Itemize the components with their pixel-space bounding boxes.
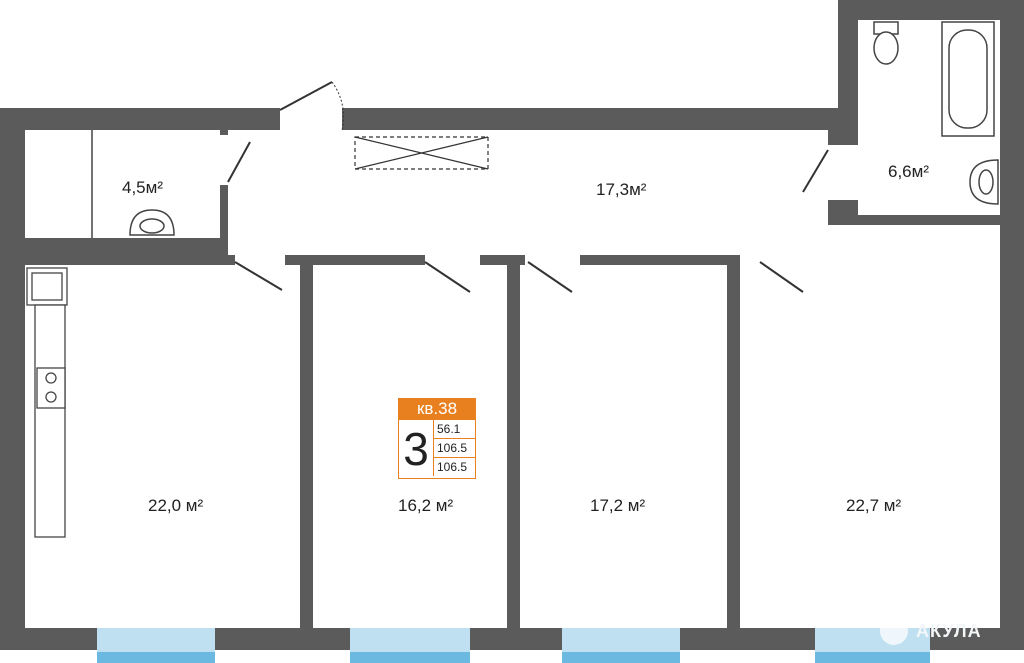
brand-name: АКУЛА bbox=[916, 620, 982, 641]
windows bbox=[97, 628, 930, 663]
area-corridor: 17,3м² bbox=[596, 180, 647, 199]
brand-logo: АКУЛА bbox=[880, 617, 982, 645]
room-count: 3 bbox=[403, 423, 429, 475]
room-bedroom-2 bbox=[520, 265, 727, 628]
room-bedroom-3 bbox=[740, 225, 1000, 628]
rooms bbox=[25, 20, 1000, 628]
room-wc bbox=[25, 130, 220, 238]
doors bbox=[227, 81, 829, 293]
kitchen-counter bbox=[26, 267, 68, 538]
wardrobe bbox=[354, 136, 489, 170]
room-corridor bbox=[228, 130, 828, 255]
apartment-number: кв.38 bbox=[399, 399, 475, 420]
area-bedroom-3: 22,7 м² bbox=[846, 496, 902, 515]
shark-logo-icon bbox=[880, 617, 908, 645]
area-bedroom-2: 17,2 м² bbox=[590, 496, 646, 515]
area-wc: 4,5м² bbox=[122, 178, 163, 197]
total-area-2: 106.5 bbox=[433, 457, 475, 476]
area-bathroom: 6,6м² bbox=[888, 162, 929, 181]
area-kitchen: 22,0 м² bbox=[148, 496, 204, 515]
area-bedroom-1: 16,2 м² bbox=[398, 496, 454, 515]
apartment-badge: кв.38 3 56.1 106.5 106.5 bbox=[398, 398, 476, 479]
living-area: 56.1 bbox=[433, 420, 475, 438]
room-kitchen bbox=[25, 265, 300, 628]
fixtures bbox=[91, 21, 999, 238]
total-area: 106.5 bbox=[433, 438, 475, 457]
